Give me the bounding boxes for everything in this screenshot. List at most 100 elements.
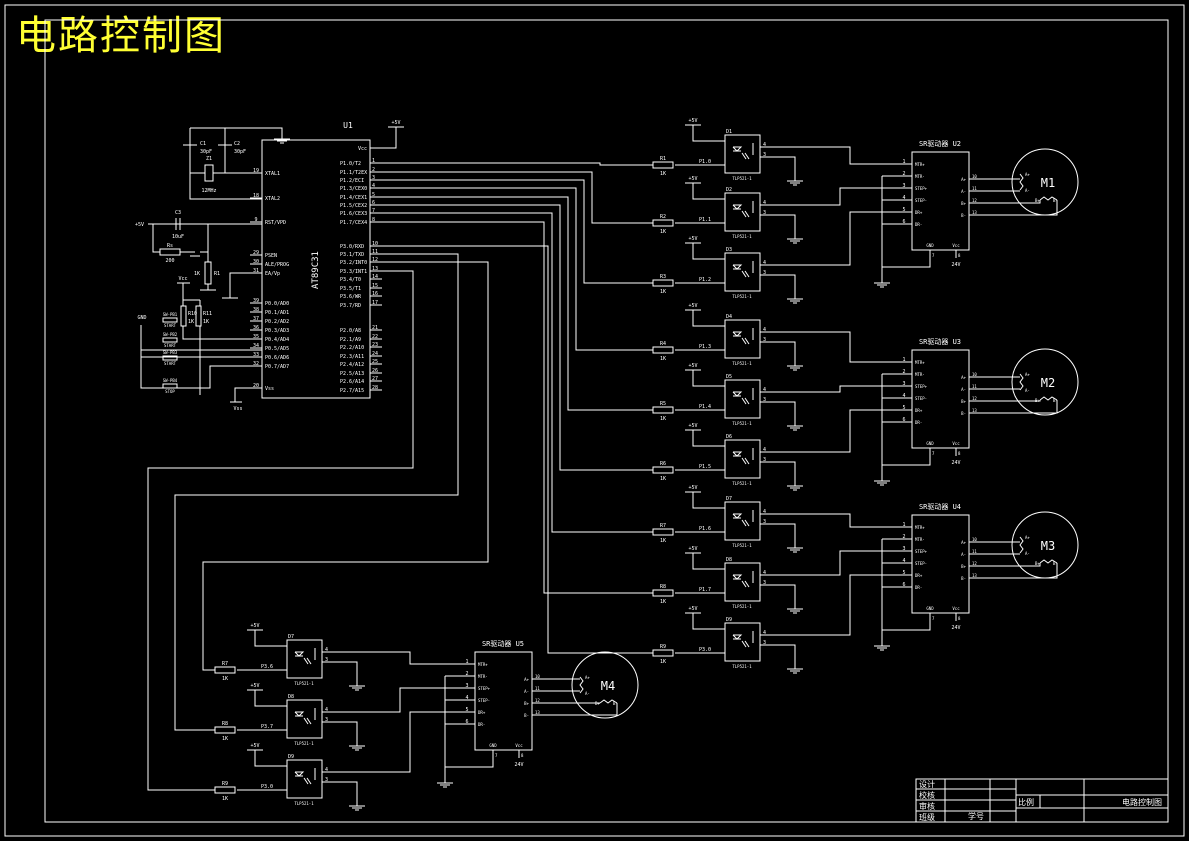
- driver-pin-number: 10: [535, 674, 540, 679]
- wire: [760, 550, 900, 576]
- wire: [982, 563, 1041, 567]
- motor-terminal: B+: [595, 701, 600, 706]
- wire: [982, 200, 1058, 216]
- optocoupler: [286, 759, 323, 799]
- vcc-label: +5V: [688, 236, 697, 242]
- pin-number: 8: [958, 616, 961, 621]
- resistor-label: R8: [222, 721, 228, 727]
- motor-coil-icon: [1019, 173, 1024, 191]
- light-icon: [744, 397, 750, 405]
- resistor-label: R1: [214, 271, 220, 277]
- driver-pin-number: 5: [902, 570, 905, 576]
- mcu-pin-name: P3.7/RD: [340, 303, 361, 309]
- led-icon: [732, 391, 743, 397]
- mcu-pin-number: 36: [253, 325, 259, 331]
- pin-number: 4: [763, 387, 766, 393]
- driver-pin-name: MTR-: [915, 537, 925, 542]
- mcu-pin-name: P0.3/AD3: [265, 328, 289, 334]
- pin-number: 4: [325, 647, 328, 653]
- mcu-pin-name: PSEN: [265, 253, 277, 259]
- light-icon: [303, 777, 309, 785]
- wire: [760, 461, 796, 480]
- mcu-pin-name: P1.1/T2EX: [340, 170, 367, 176]
- opto-ref: D9: [726, 617, 732, 623]
- mcu-pin-number: 2: [372, 167, 375, 173]
- mcu-pin-number: 16: [372, 291, 378, 297]
- driver-pin-number: 1: [902, 357, 905, 363]
- opto-signal: P1.4: [699, 404, 711, 410]
- light-icon: [744, 457, 750, 465]
- optocoupler: [724, 379, 761, 419]
- driver-pin-number: 2: [902, 369, 905, 375]
- motor-coil-icon: [579, 676, 584, 694]
- driver-pin-name: DR+: [915, 210, 923, 215]
- light-icon: [306, 777, 312, 785]
- wire: [445, 750, 494, 768]
- motor-terminal: A+: [1025, 372, 1030, 377]
- motor-terminal: A-: [585, 691, 590, 696]
- wire: [147, 270, 414, 791]
- resistor-value: 1K: [660, 356, 666, 362]
- driver-pin-name: DR-: [915, 222, 922, 227]
- mcu-pin-name: P1.5/CEX2: [340, 203, 367, 209]
- mcu-pin-number: 35: [253, 334, 259, 340]
- pin-number: 4: [325, 767, 328, 773]
- mcu-pin-name: P3.6/WR: [340, 294, 362, 300]
- resistor: [652, 589, 674, 597]
- button-label: STOP: [165, 389, 175, 394]
- wire: [760, 214, 796, 233]
- mcu-pin-number: 21: [372, 325, 378, 331]
- wire: [190, 127, 283, 133]
- mcu-pin-number: 4: [372, 183, 375, 189]
- supply-label: 24V: [951, 262, 960, 268]
- driver-pin-number: 6: [465, 719, 468, 725]
- mcu-pin-name: P2.4/A12: [340, 362, 364, 368]
- mcu-pin-name: ALE/PROG: [265, 262, 289, 268]
- mcu-pin-number: 12: [372, 257, 378, 263]
- wire: [760, 644, 796, 663]
- mcu-pin-number: 26: [372, 368, 378, 374]
- pin-number: 8: [521, 753, 524, 758]
- motor-terminal: B+: [1035, 561, 1040, 566]
- motor-label: M4: [601, 679, 615, 693]
- mcu-u1: [261, 139, 371, 399]
- driver-pin-name: STEP+: [915, 549, 928, 554]
- light-icon: [741, 337, 747, 345]
- pin-number: 3: [325, 717, 328, 723]
- pin-number: 4: [763, 447, 766, 453]
- mcu-pin-name: RST/VPD: [265, 220, 286, 226]
- motor-terminal: B-: [1053, 198, 1058, 203]
- mcu-pin-number: 20: [253, 383, 259, 389]
- resistor-label: R7: [222, 661, 228, 667]
- led-icon: [732, 451, 743, 457]
- vcc-label: +5V: [250, 623, 259, 629]
- wire: [882, 448, 931, 466]
- motor-terminal: B-: [1053, 398, 1058, 403]
- driver-pin-name: MTR-: [478, 674, 488, 679]
- pin-number: 3: [763, 270, 766, 276]
- opto-part: TLP521-1: [294, 741, 314, 746]
- resistor: [652, 161, 674, 169]
- driver-pin-number: 13: [972, 573, 977, 578]
- resistor: [652, 279, 674, 287]
- wire: [322, 781, 358, 800]
- led-icon: [294, 711, 305, 717]
- crystal-label: Z1: [206, 156, 212, 162]
- pin-number: 4: [325, 707, 328, 713]
- light-icon: [744, 152, 750, 160]
- resistor-r11: [195, 305, 202, 327]
- cap-label: C1: [200, 141, 206, 147]
- cap-value: 10uF: [172, 234, 184, 240]
- wire: [760, 409, 900, 453]
- mcu-pin-name: P3.1/TXD: [340, 252, 364, 258]
- driver-pin-name: STEP+: [478, 686, 491, 691]
- driver-pin-name: A+: [961, 177, 966, 182]
- light-icon: [741, 580, 747, 588]
- light-icon: [741, 210, 747, 218]
- driver-pin-name: MTR+: [915, 525, 925, 530]
- pin-number: 4: [763, 630, 766, 636]
- vcc-label: +5V: [688, 118, 697, 124]
- inner-frame: [44, 19, 1169, 823]
- mcu-pin-name: P2.7/A15: [340, 388, 364, 394]
